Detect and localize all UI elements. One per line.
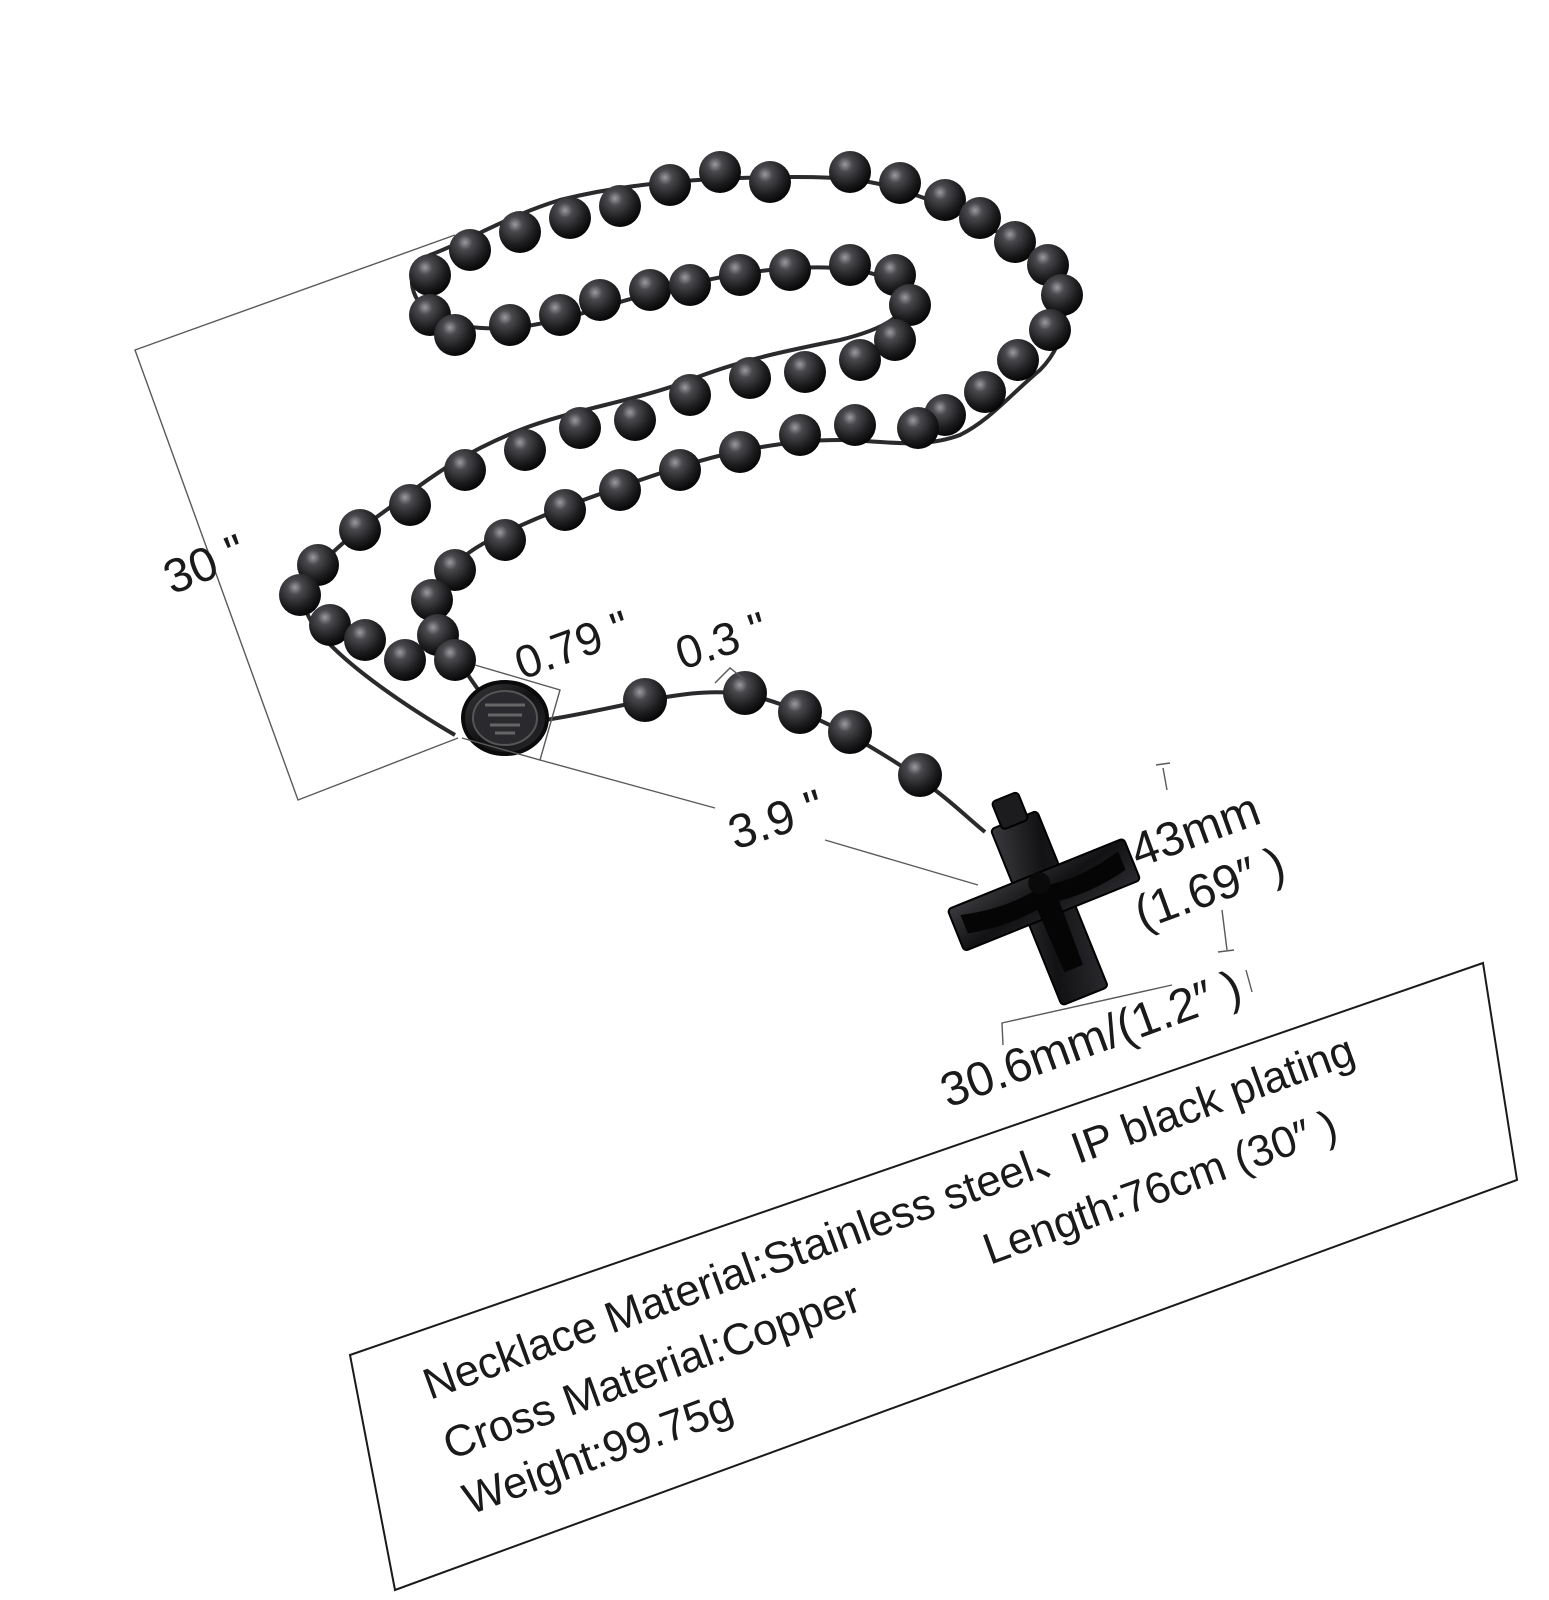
rosary-bead <box>1041 274 1083 316</box>
center-medal-label: 0.79 " <box>508 600 637 689</box>
rosary-bead <box>779 414 821 456</box>
rosary-bead <box>389 484 431 526</box>
rosary-bead <box>409 254 451 296</box>
rosary-bead <box>614 399 656 441</box>
rosary-bead <box>499 211 541 253</box>
rosary-bead <box>874 319 916 361</box>
rosary-bead <box>729 357 771 399</box>
rosary-bead <box>1029 309 1071 351</box>
drop-bead <box>828 710 872 754</box>
rosary-bead <box>959 197 1001 239</box>
rosary-bead <box>719 431 761 473</box>
drop-bead <box>723 671 767 715</box>
rosary-bead <box>749 161 791 203</box>
drop-bead <box>623 678 667 722</box>
rosary-bead <box>434 639 476 681</box>
rosary-bead <box>699 151 741 193</box>
rosary-bead <box>279 574 321 616</box>
rosary-bead <box>434 314 476 356</box>
rosary-bead <box>669 374 711 416</box>
rosary-bead <box>449 229 491 271</box>
rosary-bead <box>559 407 601 449</box>
drop-bead <box>778 690 822 734</box>
rosary-bead <box>839 339 881 381</box>
rosary-bead <box>924 179 966 221</box>
rosary-bead <box>829 244 871 286</box>
rosary-bead <box>834 404 876 446</box>
total-length-label: 30 " <box>156 525 254 606</box>
rosary-bead <box>964 371 1006 413</box>
rosary-bead <box>659 449 701 491</box>
rosary-bead <box>599 469 641 511</box>
spec-necklace-material: Necklace Material:Stainless steel、IP bla… <box>417 1026 1361 1410</box>
rosary-bead <box>829 151 871 193</box>
rosary-bead <box>719 254 761 296</box>
center-medal <box>461 680 549 756</box>
rosary-beads <box>279 151 1083 797</box>
rosary-bead <box>649 164 691 206</box>
rosary-bead <box>997 339 1039 381</box>
rosary-bead <box>489 304 531 346</box>
rosary-bead <box>879 162 921 204</box>
dimension-lines <box>134 234 1253 1046</box>
rosary-bead <box>669 264 711 306</box>
rosary-bead <box>339 509 381 551</box>
rosary-bead <box>344 619 386 661</box>
rosary-bead <box>994 221 1036 263</box>
rosary-bead <box>539 294 581 336</box>
rosary-bead <box>599 185 641 227</box>
bead-size-label: 0.3 " <box>669 601 774 679</box>
rosary-bead <box>549 197 591 239</box>
drop-bead <box>898 753 942 797</box>
rosary-bead <box>784 351 826 393</box>
rosary-bead <box>769 249 811 291</box>
rosary-bead <box>384 639 426 681</box>
rosary-bead <box>411 579 453 621</box>
rosary-bead <box>309 604 351 646</box>
crucifix-pendant <box>947 791 1141 1006</box>
rosary-bead <box>897 407 939 449</box>
rosary-bead <box>544 489 586 531</box>
rosary-bead <box>889 284 931 326</box>
rosary-bead <box>444 449 486 491</box>
specs-box: Necklace Material:Stainless steel、IP bla… <box>348 961 1519 1592</box>
drop-length-label: 3.9 " <box>722 780 831 860</box>
rosary-bead <box>484 519 526 561</box>
rosary-bead <box>434 549 476 591</box>
rosary-bead <box>504 429 546 471</box>
rosary-bead <box>579 279 621 321</box>
rosary-bead <box>629 269 671 311</box>
